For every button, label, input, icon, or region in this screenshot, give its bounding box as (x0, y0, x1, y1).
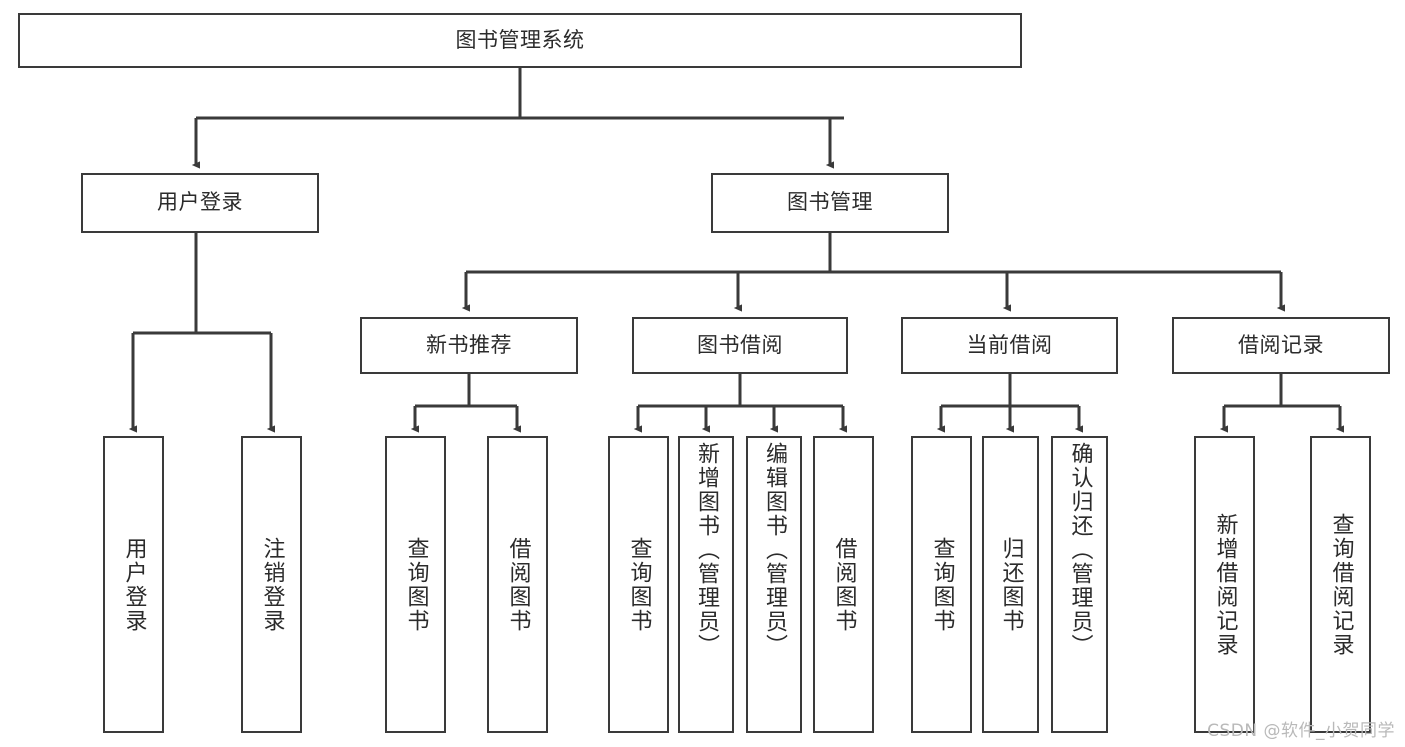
node-leaf-add-book[interactable]: 新增图书（管理员） (678, 436, 734, 733)
node-leaf-query-record-label: 查询借阅记录 (1328, 512, 1354, 657)
node-user-login[interactable]: 用户登录 (81, 173, 319, 233)
node-book-borrow[interactable]: 图书借阅 (632, 317, 848, 374)
node-current-borrow-label: 当前借阅 (966, 332, 1053, 357)
node-leaf-edit-book-label: 编辑图书（管理员） (761, 442, 787, 658)
node-root-label: 图书管理系统 (455, 27, 585, 52)
node-leaf-confirm-return-label: 确认归还（管理员） (1067, 442, 1093, 658)
node-new-book-recommend[interactable]: 新书推荐 (360, 317, 578, 374)
node-leaf-add-book-label: 新增图书（管理员） (693, 442, 719, 658)
node-leaf-return-book[interactable]: 归还图书 (982, 436, 1039, 733)
node-leaf-confirm-return[interactable]: 确认归还（管理员） (1051, 436, 1108, 733)
node-leaf-user-login-label: 用户登录 (121, 536, 147, 633)
node-book-borrow-label: 图书借阅 (697, 332, 783, 357)
node-leaf-borrow-book-2[interactable]: 借阅图书 (813, 436, 874, 733)
node-leaf-query-book-3-label: 查询图书 (929, 536, 955, 633)
node-leaf-add-record[interactable]: 新增借阅记录 (1194, 436, 1255, 733)
node-user-login-label: 用户登录 (157, 190, 243, 215)
node-leaf-query-book-1-label: 查询图书 (403, 536, 429, 633)
node-leaf-user-login[interactable]: 用户登录 (103, 436, 164, 733)
node-leaf-query-record[interactable]: 查询借阅记录 (1310, 436, 1371, 733)
node-leaf-logout-login-label: 注销登录 (259, 536, 285, 633)
node-current-borrow[interactable]: 当前借阅 (901, 317, 1118, 374)
node-borrow-record-label: 借阅记录 (1238, 332, 1324, 357)
node-leaf-logout-login[interactable]: 注销登录 (241, 436, 302, 733)
node-leaf-add-record-label: 新增借阅记录 (1212, 512, 1238, 657)
node-root[interactable]: 图书管理系统 (18, 13, 1022, 68)
node-leaf-query-book-1[interactable]: 查询图书 (385, 436, 446, 733)
node-leaf-query-book-2-label: 查询图书 (626, 536, 652, 633)
node-leaf-borrow-book-1-label: 借阅图书 (505, 536, 531, 633)
node-book-management-label: 图书管理 (787, 190, 873, 215)
node-new-book-recommend-label: 新书推荐 (426, 332, 512, 357)
node-borrow-record[interactable]: 借阅记录 (1172, 317, 1390, 374)
node-leaf-query-book-3[interactable]: 查询图书 (911, 436, 972, 733)
node-leaf-borrow-book-1[interactable]: 借阅图书 (487, 436, 548, 733)
node-leaf-borrow-book-2-label: 借阅图书 (831, 536, 857, 633)
node-leaf-edit-book[interactable]: 编辑图书（管理员） (746, 436, 802, 733)
node-leaf-return-book-label: 归还图书 (998, 536, 1024, 633)
node-leaf-query-book-2[interactable]: 查询图书 (608, 436, 669, 733)
node-book-management[interactable]: 图书管理 (711, 173, 949, 233)
